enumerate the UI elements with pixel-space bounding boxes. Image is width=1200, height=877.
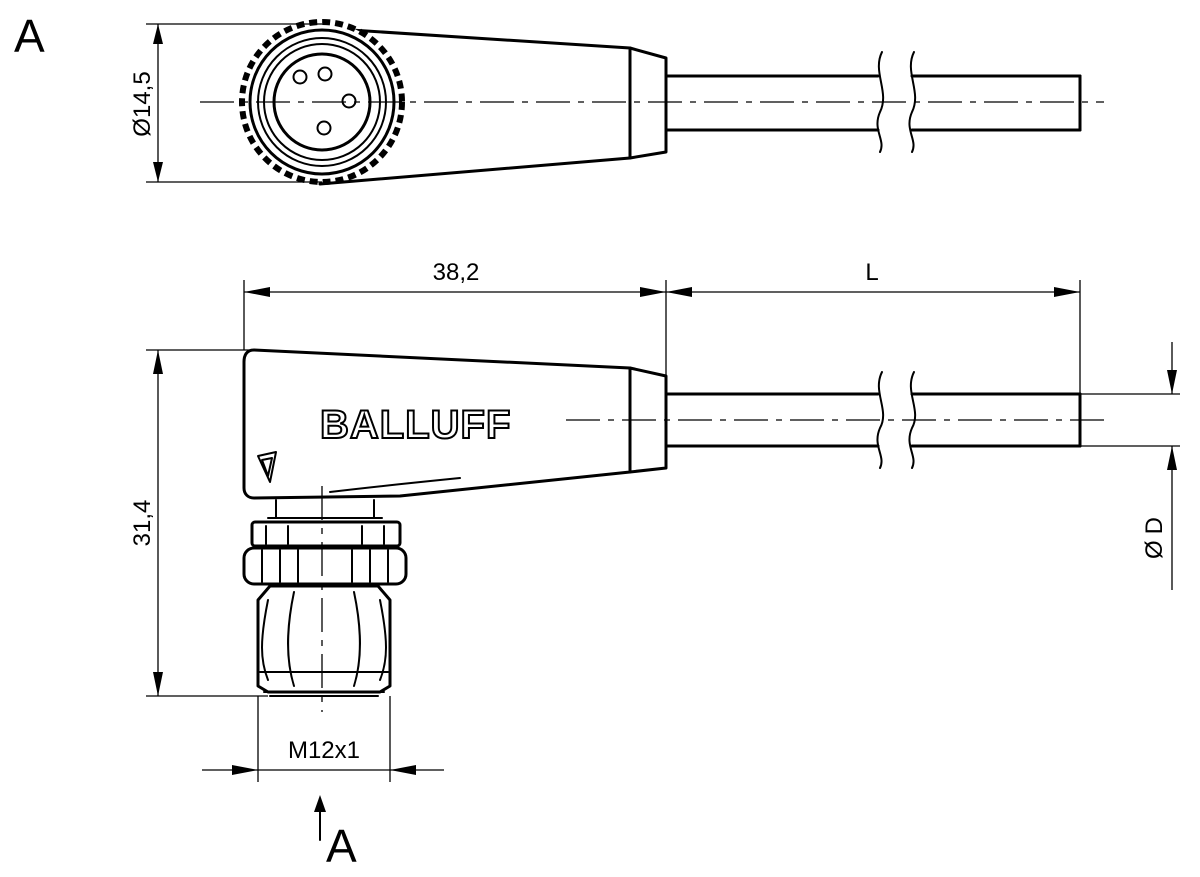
dimension-diameter-top: Ø14,5	[129, 71, 156, 136]
diameter-top-value: 14,5	[129, 71, 156, 118]
view-arrow	[314, 795, 326, 841]
dimension-length-body: 38,2	[433, 259, 480, 286]
side-view-collar	[628, 366, 668, 474]
dimension-length-cable: L	[865, 259, 878, 286]
side-view-housing	[242, 348, 632, 500]
top-view-collar	[628, 46, 668, 160]
cable-diameter-value: D	[1141, 517, 1168, 534]
brand-logo: BALLUFF	[320, 403, 511, 447]
dimension-thread: M12x1	[288, 737, 360, 764]
view-label-top: A	[14, 10, 45, 62]
latch-icon	[257, 451, 277, 483]
side-view: BALLUFF	[146, 280, 1180, 782]
top-view	[146, 19, 1104, 186]
diameter-symbol: Ø	[129, 118, 156, 137]
top-view-housing	[318, 26, 632, 186]
cable-diameter-symbol: Ø	[1141, 540, 1168, 559]
dimension-cable-diameter: ØD	[1141, 517, 1168, 559]
view-label-arrow: A	[326, 820, 357, 872]
dimension-height: 31,4	[129, 500, 156, 547]
side-view-connector	[242, 499, 408, 697]
top-view-pins	[292, 66, 357, 136]
